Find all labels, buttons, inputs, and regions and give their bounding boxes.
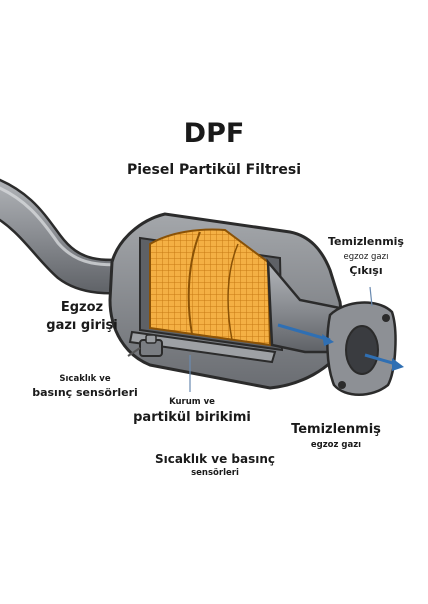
housing-lower-plate — [128, 330, 277, 364]
page-subtitle: Piesel Partikül Filtresi — [126, 162, 302, 178]
sensor-left-label-1: Sıcaklık ve — [59, 374, 111, 384]
outlet-top-label-2: egzoz gazı — [343, 252, 389, 262]
outlet-top-label-3: Çıkışı — [349, 264, 383, 277]
sensor-icon — [127, 334, 163, 357]
flow-arrow-icon — [277, 323, 404, 371]
outlet-top-label-1: Temizlenmiş — [328, 235, 404, 248]
filter-core-icon — [149, 228, 272, 347]
flange-icon — [326, 301, 397, 396]
outlet-right-label-1: Temizlenmiş — [291, 422, 381, 437]
sensor-left-label-2: basınç sensörleri — [32, 386, 138, 399]
sensor-bottom-label-1: Sıcaklık ve basınç — [154, 452, 276, 466]
inlet-label-1: Egzoz — [60, 300, 104, 315]
page-title: DPF — [183, 118, 245, 149]
sensor-bottom-label-2: sensörleri — [191, 468, 239, 478]
outlet-right-label-2: egzoz gazı — [310, 440, 362, 450]
soot-label-1: Kurum ve — [169, 397, 215, 407]
inlet-label-2: gazı girişi — [46, 318, 118, 333]
soot-label-2: partikül birikimi — [133, 410, 251, 425]
leader-lines — [189, 286, 373, 392]
